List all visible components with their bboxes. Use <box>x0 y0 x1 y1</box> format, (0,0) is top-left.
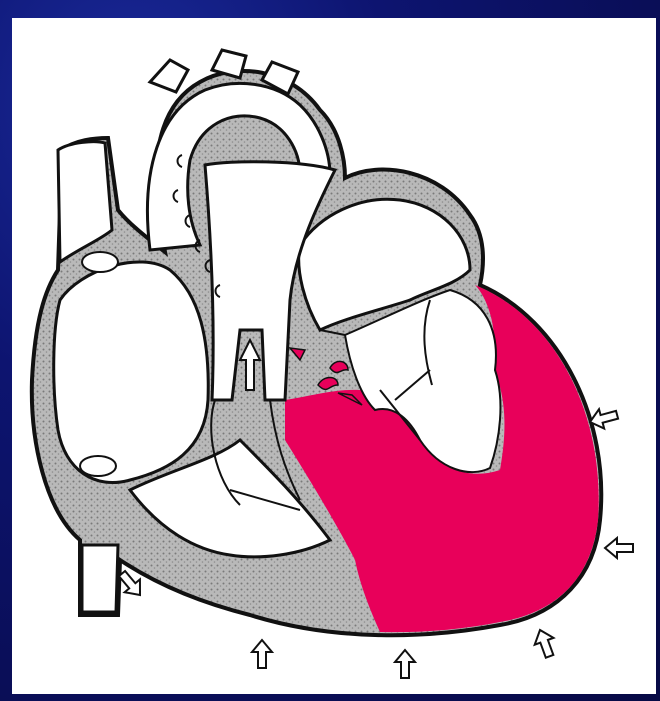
atrium-oval-lower <box>80 456 116 476</box>
inward-arrow <box>252 640 272 668</box>
right-atrium-chamber <box>54 262 209 483</box>
inward-arrow <box>605 538 633 558</box>
atrium-oval-upper <box>82 252 118 272</box>
inward-arrow <box>531 627 559 660</box>
inward-arrow <box>395 650 415 678</box>
inferior-vena-cava <box>82 545 118 612</box>
